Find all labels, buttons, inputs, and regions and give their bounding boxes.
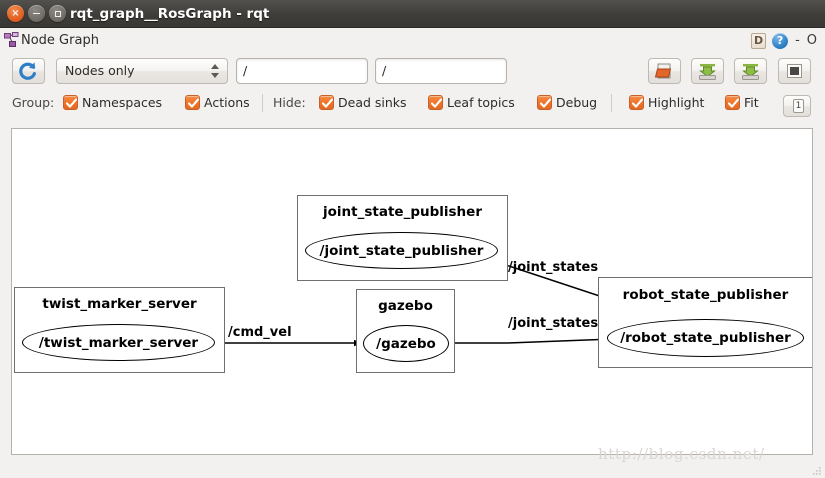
check-icon [65, 98, 78, 108]
graph-filter-value: Nodes only [65, 63, 135, 78]
hide-label: Hide: [273, 95, 306, 110]
chevron-updown-icon [211, 63, 220, 79]
check-icon [187, 98, 200, 108]
plugin-header: Node Graph D ? - O [0, 28, 825, 54]
plugin-close-button[interactable]: O [806, 33, 817, 48]
check-icon [631, 98, 644, 108]
count-button[interactable]: 1 [783, 95, 811, 117]
checkbox-debug[interactable] [537, 95, 552, 110]
node-title: gazebo [378, 298, 433, 314]
checkbox-label-actions[interactable]: Actions [204, 95, 250, 110]
checkbox-highlight[interactable] [629, 95, 644, 110]
checkbox-fit[interactable] [725, 95, 740, 110]
check-icon [727, 98, 740, 108]
node-ellipse[interactable]: /robot_state_publisher [607, 319, 804, 357]
node-ellipse[interactable]: /joint_state_publisher [305, 232, 498, 269]
graph-node-gazebo[interactable]: gazebo /gazebo [356, 289, 455, 373]
checkbox-label-fit[interactable]: Fit [744, 95, 759, 110]
divider [611, 94, 612, 112]
close-icon[interactable]: × [7, 5, 24, 22]
check-icon [321, 98, 334, 108]
node-ellipse-label: /twist_marker_server [38, 334, 199, 351]
plugin-header-controls: D ? - O [751, 30, 819, 52]
check-icon [430, 98, 443, 108]
node-ellipse-label: /joint_state_publisher [319, 242, 484, 259]
graph-canvas[interactable]: joint_state_publisher /joint_state_publi… [11, 128, 813, 455]
checkbox-label-debug[interactable]: Debug [556, 95, 598, 110]
window-title: rqt_graph__RosGraph - rqt [70, 6, 270, 22]
fit-view-button[interactable] [778, 58, 811, 84]
checkbox-leaf-topics[interactable] [428, 95, 443, 110]
node-ellipse[interactable]: /twist_marker_server [22, 324, 215, 361]
maximize-icon[interactable] [49, 5, 66, 22]
watermark: http://blog.csdn.net/ [598, 445, 765, 463]
node-filter-input[interactable]: / [375, 58, 507, 84]
node-ellipse-label: /gazebo [376, 335, 436, 352]
save-dot-icon [699, 64, 716, 80]
save-dot-button[interactable] [691, 58, 724, 84]
save-image-icon [742, 64, 759, 80]
dark-square-icon [787, 64, 802, 78]
edge-label-cmd-vel: /cmd_vel [228, 325, 292, 340]
node-title: robot_state_publisher [622, 287, 789, 303]
options-bar: Group: Namespaces Actions Hide: Dead sin… [0, 92, 825, 118]
help-icon[interactable]: ? [772, 33, 789, 49]
node-title: joint_state_publisher [323, 204, 482, 220]
check-icon [539, 98, 552, 108]
node-graph-icon [4, 32, 19, 47]
window-controls: × [7, 5, 66, 22]
dock-button[interactable]: D [751, 33, 767, 49]
checkbox-label-highlight[interactable]: Highlight [648, 95, 705, 110]
checkbox-actions[interactable] [185, 95, 200, 110]
node-ellipse[interactable]: /gazebo [363, 325, 449, 362]
graph-node-joint-state-publisher[interactable]: joint_state_publisher /joint_state_publi… [297, 195, 508, 281]
edge-joint-states-gazebo [449, 336, 614, 344]
edge-label-joint-states-jsp: /joint_states [508, 260, 599, 275]
node-title: twist_marker_server [42, 296, 197, 312]
checkbox-label-dead-sinks[interactable]: Dead sinks [338, 95, 407, 110]
checkbox-label-leaf-topics[interactable]: Leaf topics [447, 95, 515, 110]
graph-node-twist-marker-server[interactable]: twist_marker_server /twist_marker_server [14, 287, 225, 373]
graph-filter-select[interactable]: Nodes only [56, 58, 228, 84]
resize-grip-icon[interactable] [810, 464, 822, 476]
divider [262, 94, 263, 112]
graph-node-robot-state-publisher[interactable]: robot_state_publisher /robot_state_publi… [598, 277, 812, 368]
plugin-title: Node Graph [21, 33, 99, 48]
title-bar: × rqt_graph__RosGraph - rqt [0, 0, 825, 28]
edge-label-joint-states-gazebo: /joint_states [508, 316, 599, 331]
plugin-minimize-button[interactable]: - [795, 33, 800, 48]
group-label: Group: [12, 95, 55, 110]
save-image-button[interactable] [734, 58, 767, 84]
count-button-label: 1 [793, 99, 804, 113]
topic-filter-input[interactable]: / [236, 58, 368, 84]
load-dot-button[interactable] [648, 58, 681, 84]
checkbox-namespaces[interactable] [63, 95, 78, 110]
minimize-icon[interactable] [28, 5, 45, 22]
refresh-button[interactable] [12, 58, 45, 84]
checkbox-label-namespaces[interactable]: Namespaces [82, 95, 163, 110]
refresh-icon [19, 62, 36, 80]
open-folder-icon [654, 63, 672, 79]
checkbox-dead-sinks[interactable] [319, 95, 334, 110]
node-ellipse-label: /robot_state_publisher [620, 330, 791, 346]
